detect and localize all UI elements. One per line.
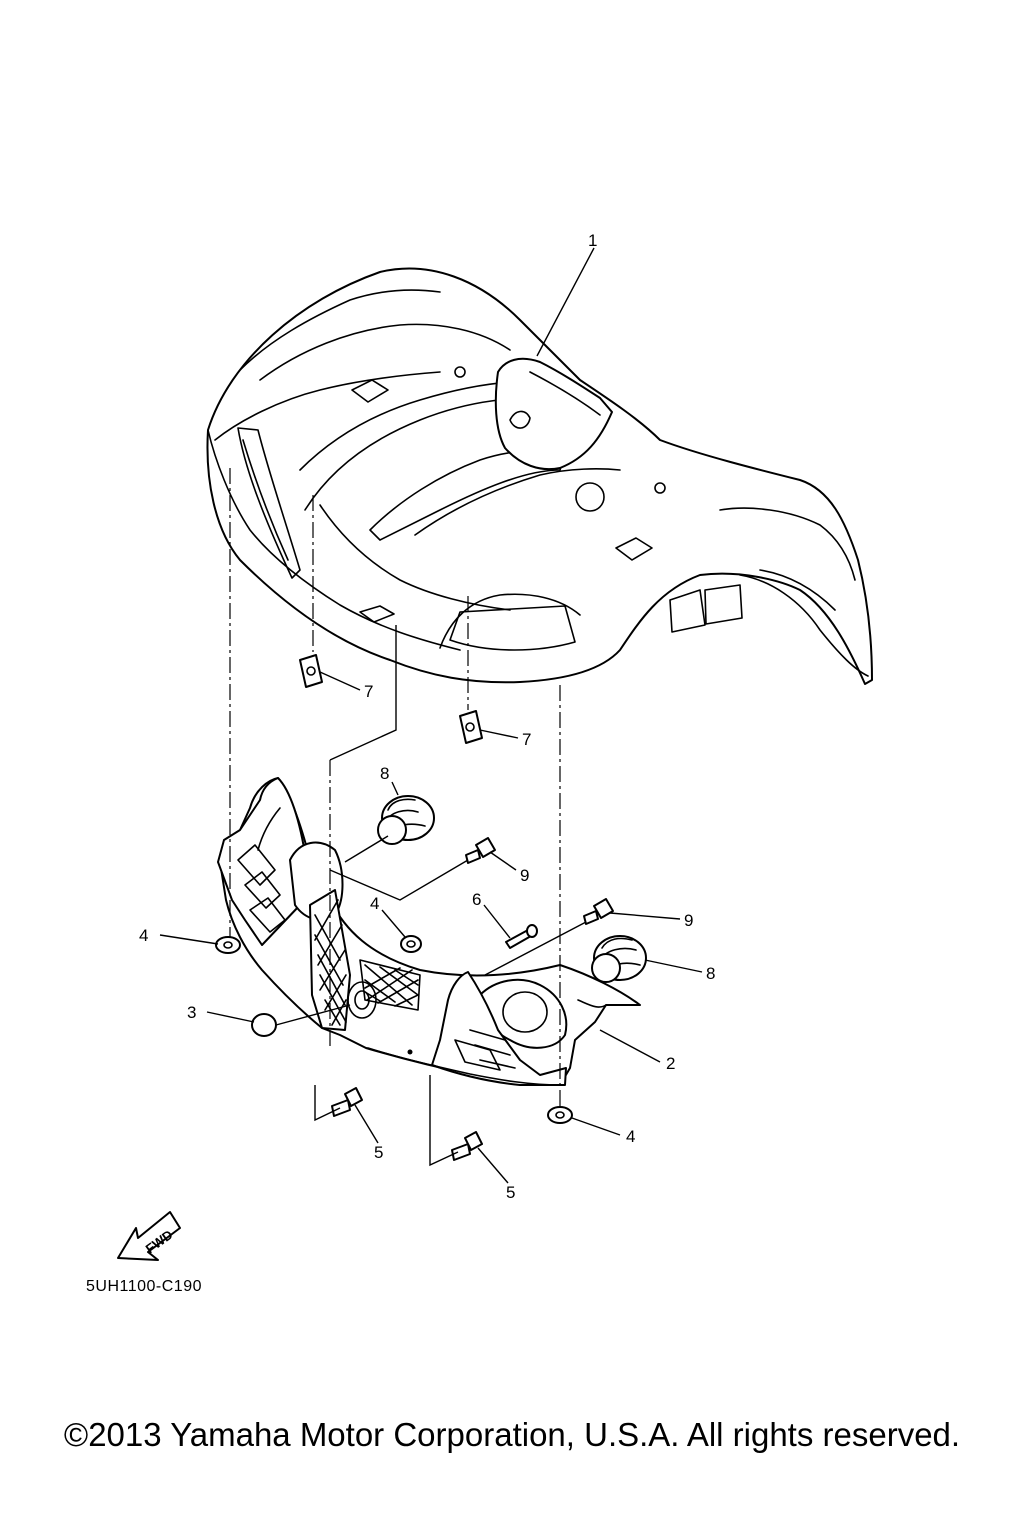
rivet-6 — [505, 924, 538, 949]
callout-labels: 1 2 3 4 4 5 5 6 7 7 8 8 9 9 4 — [139, 231, 715, 1202]
callout-9-top: 9 — [520, 866, 529, 885]
fwd-arrow: FWD — [117, 1211, 181, 1261]
cap-3 — [251, 1013, 277, 1037]
callout-7-right: 7 — [522, 730, 531, 749]
callout-5-left: 5 — [374, 1143, 383, 1162]
bolt-9a — [465, 837, 496, 864]
callout-4-right: 4 — [626, 1127, 635, 1146]
front-guard — [217, 777, 641, 1086]
callout-1: 1 — [588, 231, 597, 250]
callout-6: 6 — [472, 890, 481, 909]
copyright-notice: ©2013 Yamaha Motor Corporation, U.S.A. A… — [63, 1416, 961, 1453]
drawing-code: 5UH1100-C190 — [86, 1278, 202, 1295]
callout-7-left: 7 — [364, 682, 373, 701]
assembly-lines — [229, 468, 587, 1167]
clip-nut-7a — [299, 654, 323, 688]
washer-4c — [547, 1106, 573, 1124]
callout-leaders — [159, 247, 703, 1184]
callout-5-right: 5 — [506, 1183, 515, 1202]
washer-4b — [400, 935, 422, 953]
washer-4a — [215, 936, 241, 954]
callout-3: 3 — [187, 1003, 196, 1022]
grommet-8b — [591, 935, 647, 983]
bolt-5b — [451, 1131, 483, 1161]
front-fender — [206, 267, 873, 685]
callout-8-top: 8 — [380, 764, 389, 783]
callout-8-right: 8 — [706, 964, 715, 983]
bolt-9b — [583, 898, 614, 925]
callout-4-center: 4 — [370, 894, 379, 913]
callout-9-right: 9 — [684, 911, 693, 930]
callout-2: 2 — [666, 1054, 675, 1073]
bolt-5a — [331, 1087, 363, 1117]
clip-nut-7b — [459, 710, 483, 744]
callout-4-left: 4 — [139, 926, 148, 945]
